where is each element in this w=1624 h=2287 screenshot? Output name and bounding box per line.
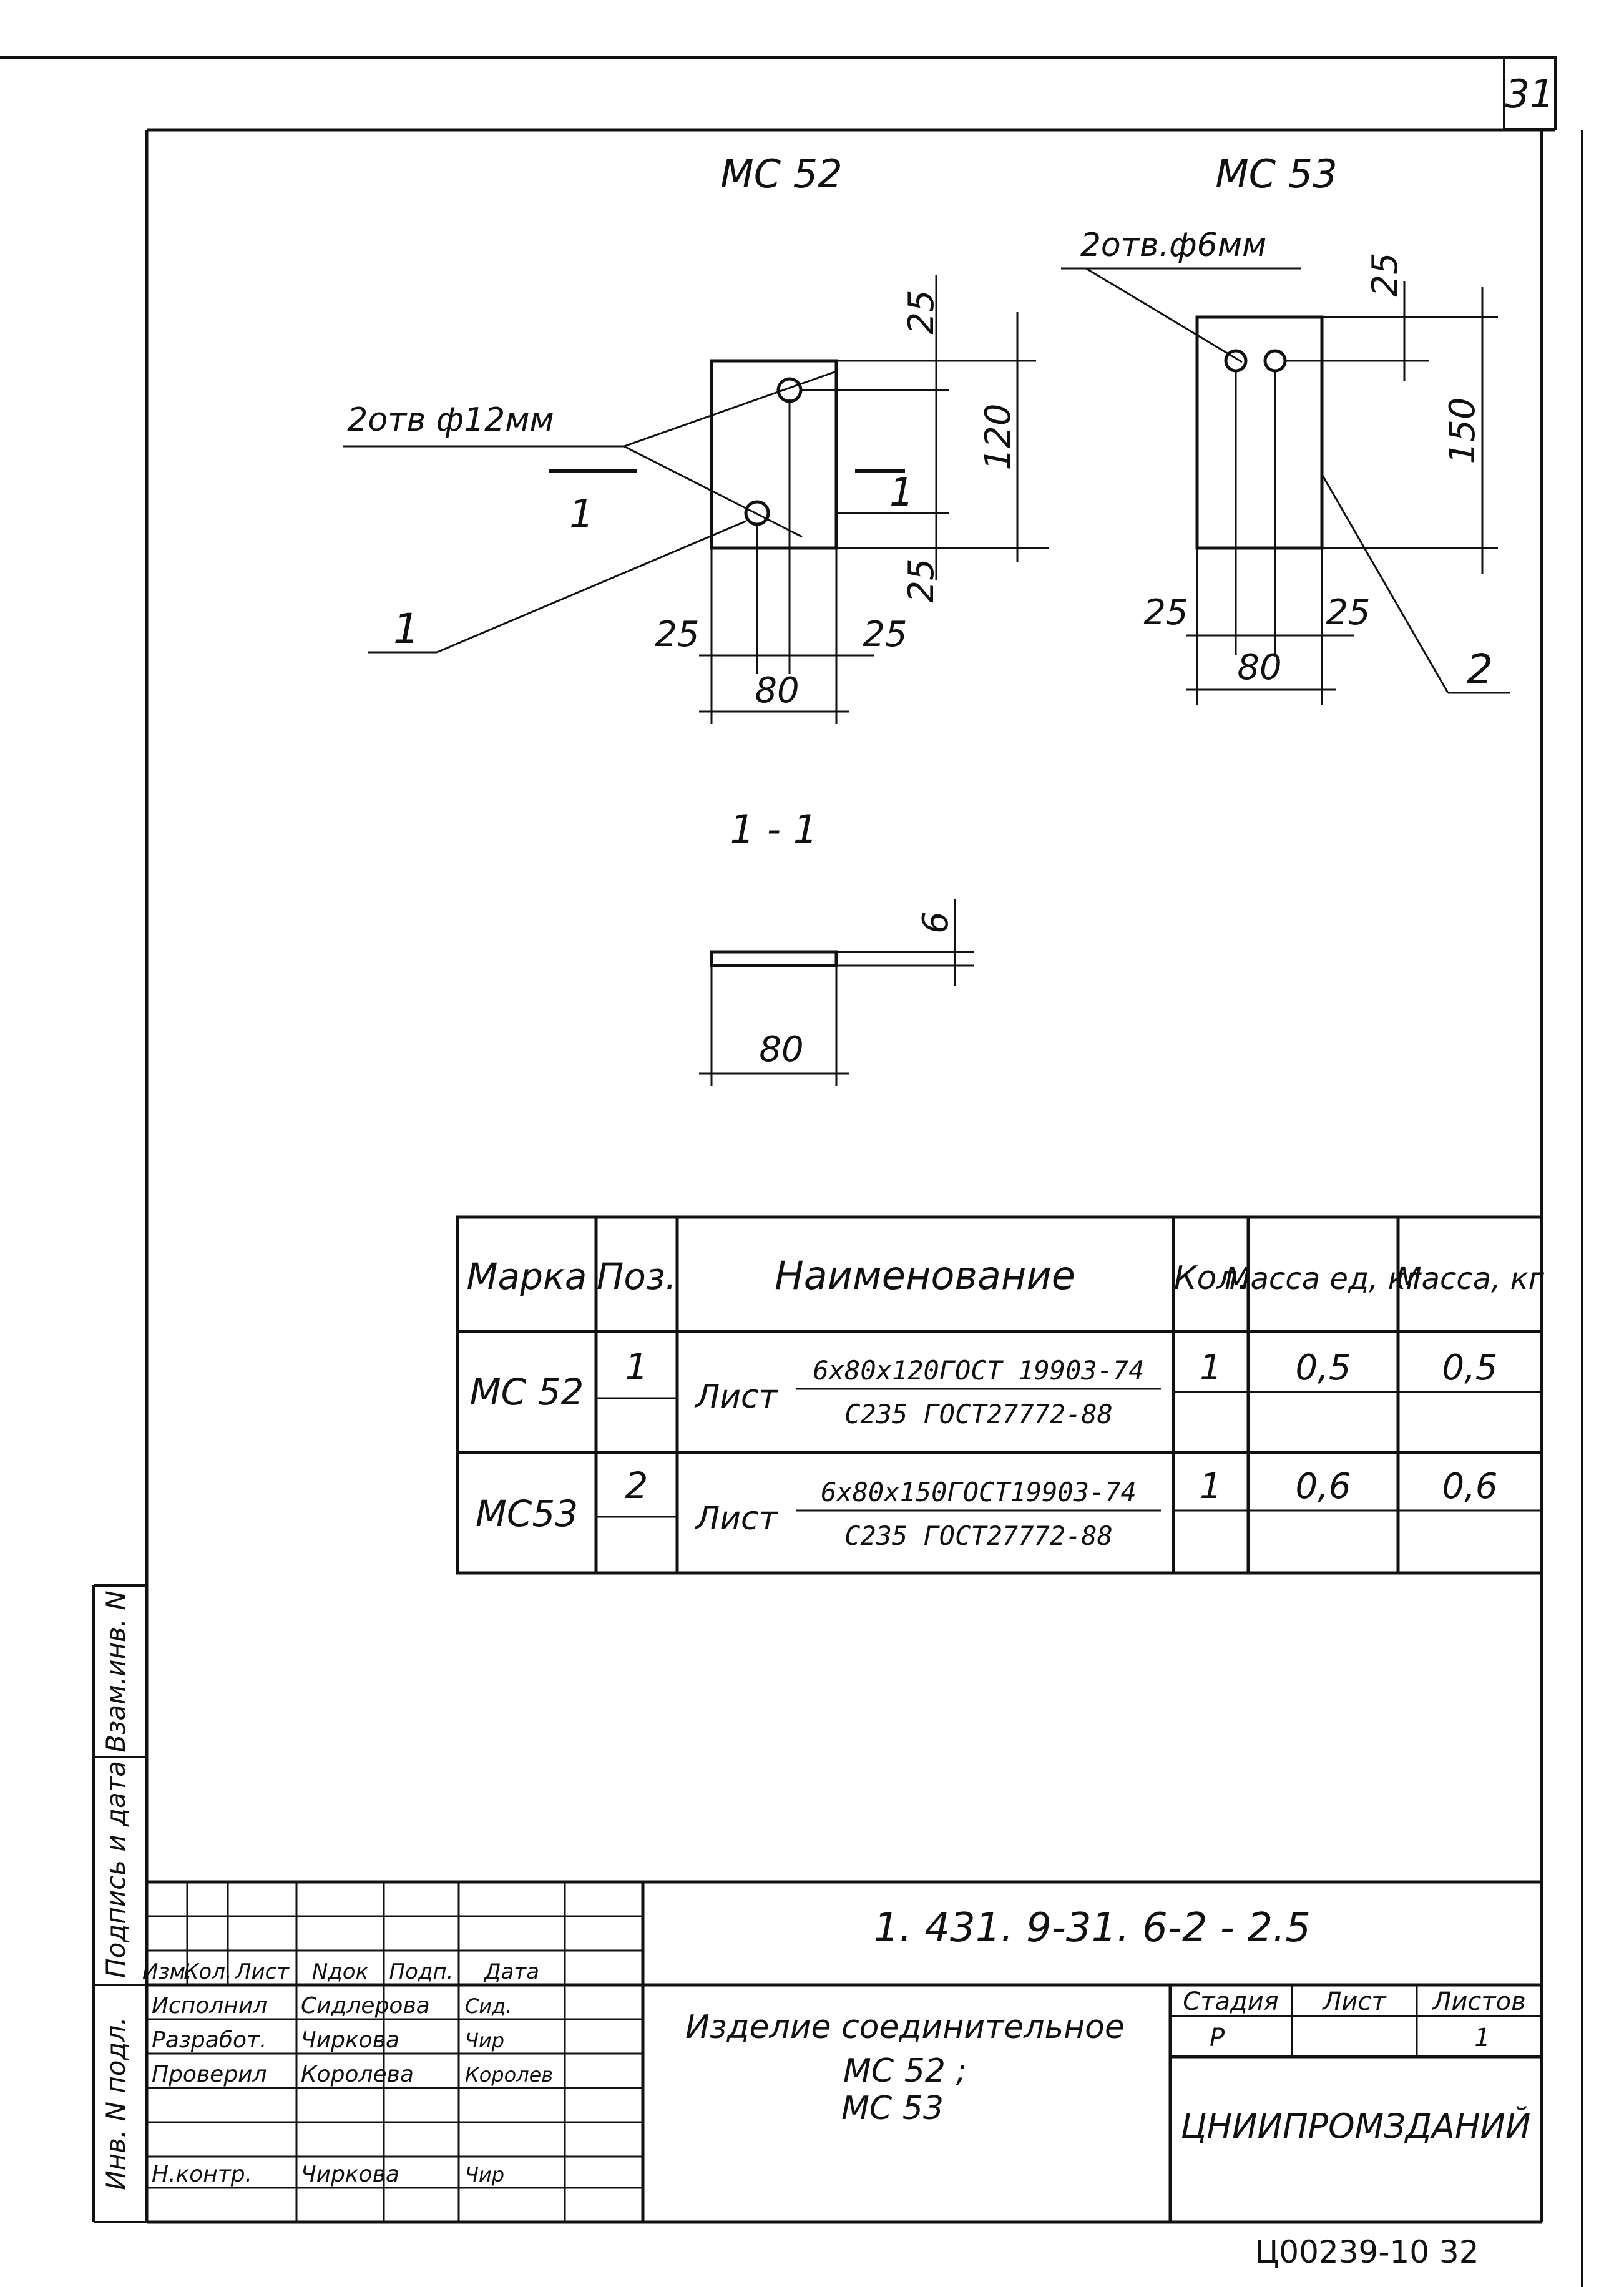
row1-mass-unit: 0,5 bbox=[1295, 1348, 1351, 1388]
role-2: Разработ. bbox=[152, 2027, 267, 2053]
row1-mass-total: 0,5 bbox=[1442, 1348, 1497, 1388]
mc53-hole-left bbox=[1224, 349, 1248, 373]
mc53-dim-side-left: 25 bbox=[1143, 592, 1188, 633]
row1-name-top: 6x80x120ГОСТ 19903-74 bbox=[813, 1355, 1144, 1386]
sheet-label: Лист bbox=[1321, 1987, 1387, 2016]
mc52-holes-note: 2отв ф12мм bbox=[347, 401, 554, 439]
page-number: 31 bbox=[1505, 71, 1555, 117]
mc52-title: МС 52 bbox=[720, 151, 842, 197]
row2-pos: 2 bbox=[625, 1464, 648, 1507]
mc53-dim-height: 150 bbox=[1442, 398, 1483, 464]
header-mass-unit: Масса ед, кг bbox=[1225, 1261, 1422, 1296]
mc53-dim-side-right: 25 bbox=[1326, 592, 1370, 633]
sheets-label: Листов bbox=[1431, 1987, 1525, 2016]
role-3-sign: Королев bbox=[465, 2063, 553, 2087]
mc53-view: МС 53 2отв.ф6мм 2 25 150 25 25 80 bbox=[1061, 151, 1510, 705]
row2-qty: 1 bbox=[1200, 1466, 1222, 1507]
bottom-code: Ц00239-10 32 bbox=[1255, 2234, 1479, 2270]
mc52-dim-width: 80 bbox=[755, 670, 799, 711]
section-dim-width: 80 bbox=[759, 1029, 803, 1070]
mc52-plate bbox=[710, 359, 838, 550]
header-mass-total: Масса, кг bbox=[1396, 1261, 1545, 1296]
mc52-dim-height: 120 bbox=[978, 404, 1019, 471]
role-1-name: Сидлерова bbox=[301, 1993, 430, 2019]
mc52-dim-edge-bottom: 25 bbox=[901, 558, 942, 602]
side-label-replacement: Взам.инв. N bbox=[100, 1590, 131, 1753]
row1-mark: МС 52 bbox=[470, 1371, 584, 1413]
mc52-section-mark-left: 1 bbox=[569, 491, 594, 537]
role-5: Н.контр. bbox=[152, 2162, 252, 2187]
mc53-plate bbox=[1195, 315, 1324, 550]
side-label-inventory: Инв. N подл. bbox=[100, 2017, 131, 2190]
side-strip: Инв. N подл. Подпись и дата Взам.инв. N bbox=[92, 1584, 147, 2223]
row2-mark: МС53 bbox=[476, 1492, 578, 1535]
header-mark: Марка bbox=[467, 1255, 587, 1298]
mc52-dim-side-left: 25 bbox=[655, 614, 699, 655]
mc52-position-label: 1 bbox=[393, 605, 419, 653]
row1-name-bottom: С235 ГОСТ27772-88 bbox=[844, 1399, 1113, 1429]
header-qty: Кол. bbox=[1174, 1260, 1248, 1297]
role-2-name: Чиркова bbox=[301, 2027, 399, 2053]
row2-mass-unit: 0,6 bbox=[1295, 1466, 1351, 1507]
mc52-dim-side-right: 25 bbox=[863, 614, 907, 655]
side-label-signature: Подпись и дата bbox=[100, 1761, 131, 1978]
col-header-ndok: Nдок bbox=[312, 1959, 369, 1984]
row2-name-prefix: Лист bbox=[694, 1500, 778, 1537]
sheets-value: 1 bbox=[1474, 2024, 1490, 2052]
mc52-section-mark-right: 1 bbox=[889, 469, 914, 515]
spec-table: Марка Поз. Наименование Кол. Масса ед, к… bbox=[456, 1215, 1545, 1575]
row1-qty: 1 bbox=[1200, 1348, 1222, 1388]
role-1-sign: Сид. bbox=[465, 1994, 512, 2018]
role-5-sign: Чир bbox=[465, 2163, 504, 2187]
product-name-line2: МС 52 ; bbox=[843, 2052, 967, 2090]
row1-pos: 1 bbox=[625, 1346, 648, 1388]
mc53-title: МС 53 bbox=[1215, 151, 1337, 197]
row2-name-bottom: С235 ГОСТ27772-88 bbox=[844, 1521, 1113, 1551]
role-3: Проверил bbox=[152, 2062, 267, 2087]
document-code: 1. 431. 9-31. 6-2 - 2.5 bbox=[874, 1905, 1311, 1951]
title-block: 1. 431. 9-31. 6-2 - 2.5 Изм. Кол. Лист N… bbox=[142, 1880, 1542, 2222]
mc52-dim-edge-top: 25 bbox=[901, 290, 942, 334]
mc53-dim-width: 80 bbox=[1237, 647, 1281, 688]
product-name-line1: Изделие соединительное bbox=[685, 2009, 1125, 2046]
col-header-izm: Изм. bbox=[142, 1959, 192, 1984]
header-pos: Поз. bbox=[597, 1255, 677, 1298]
col-header-kol: Кол. bbox=[183, 1959, 232, 1984]
header-name: Наименование bbox=[775, 1253, 1075, 1298]
mc53-position-label: 2 bbox=[1467, 645, 1493, 693]
mc53-dim-edge-top: 25 bbox=[1365, 252, 1406, 296]
section-plate bbox=[710, 950, 838, 967]
role-5-name: Чиркова bbox=[301, 2162, 399, 2187]
sheet-frame bbox=[0, 56, 1583, 2287]
stage-value: Р bbox=[1210, 2024, 1225, 2052]
row2-name-top: 6x80x150ГОСТ19903-74 bbox=[821, 1477, 1137, 1507]
section-view: 1 - 1 6 80 bbox=[699, 806, 974, 1086]
section-title: 1 - 1 bbox=[730, 806, 818, 852]
row1-name-prefix: Лист bbox=[694, 1378, 778, 1416]
mc52-view: МС 52 bbox=[343, 151, 1049, 724]
role-2-sign: Чир bbox=[465, 2029, 504, 2052]
section-dim-thickness: 6 bbox=[916, 911, 956, 934]
role-1: Исполнил bbox=[152, 1993, 267, 2019]
row2-mass-total: 0,6 bbox=[1442, 1466, 1497, 1507]
organization-name: ЦНИИПРОМЗДАНИЙ bbox=[1181, 2107, 1531, 2146]
mc53-holes-note: 2отв.ф6мм bbox=[1080, 227, 1266, 264]
col-header-list: Лист bbox=[234, 1959, 290, 1984]
col-header-date: Дата bbox=[483, 1959, 539, 1984]
mc53-hole-right bbox=[1263, 349, 1287, 373]
product-name-line3: МС 53 bbox=[841, 2090, 944, 2127]
stage-label: Стадия bbox=[1183, 1987, 1278, 2016]
col-header-podp: Подп. bbox=[389, 1959, 454, 1984]
role-3-name: Королева bbox=[301, 2062, 414, 2087]
